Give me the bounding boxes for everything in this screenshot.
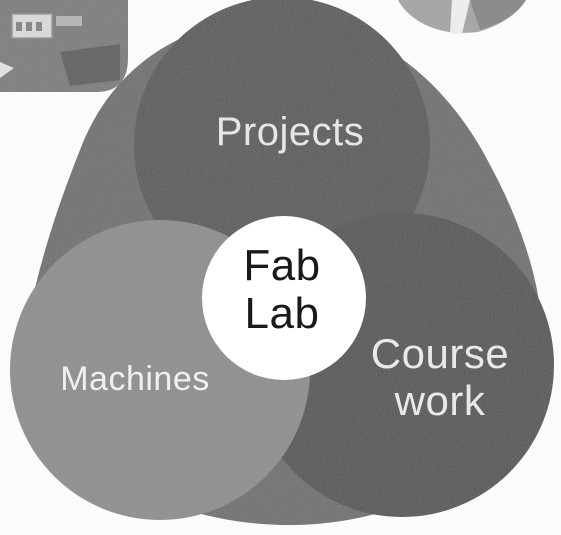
coursework-label: Course work — [340, 330, 540, 424]
projects-label: Projects — [150, 110, 430, 155]
center-circle — [202, 216, 366, 380]
center-label-line-1: Fab — [243, 241, 321, 290]
center-label-line-2: Lab — [244, 289, 320, 339]
projects-label-text: Projects — [215, 110, 365, 154]
projects-circle — [134, 0, 430, 293]
corner-logo-fragment — [398, 0, 526, 34]
coursework-label-line-2: work — [394, 377, 486, 425]
machines-label-text: Machines — [60, 360, 210, 398]
corner-photo-fragment — [0, 0, 128, 92]
coursework-label-line-1: Course — [370, 330, 510, 377]
center-label: Fab Lab — [207, 241, 357, 339]
machines-label: Machines — [30, 360, 240, 398]
